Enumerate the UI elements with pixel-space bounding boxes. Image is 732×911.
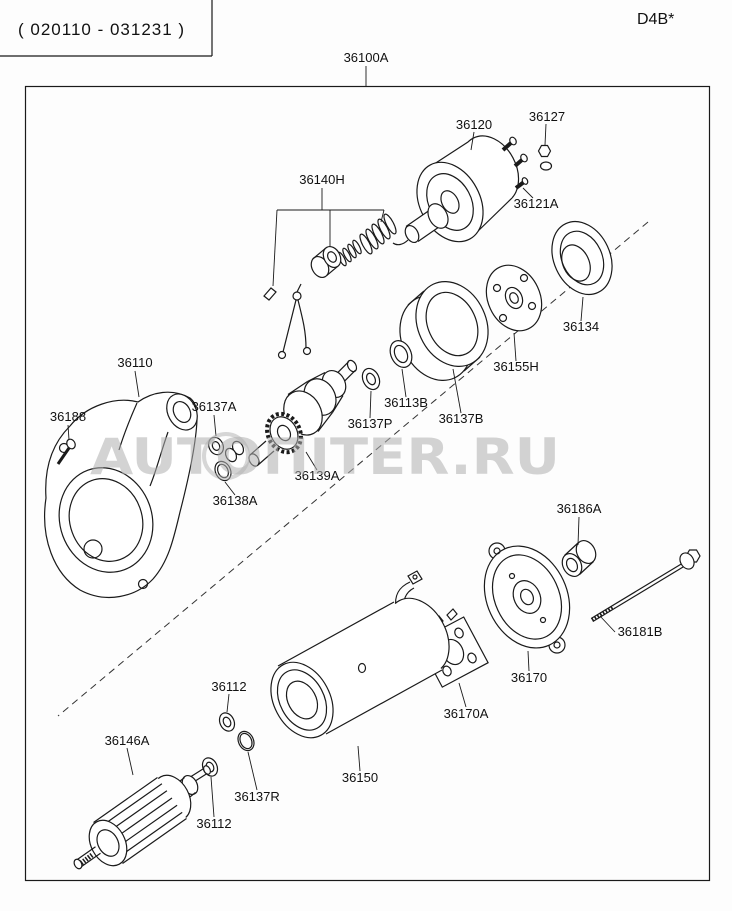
part-label-36112-lower: 36112 <box>196 816 231 831</box>
part-label-36121A: 36121A <box>514 196 559 211</box>
part-36121A-terminal <box>514 177 529 190</box>
part-label-36150: 36150 <box>342 770 378 785</box>
part-label-36113B: 36113B <box>384 395 428 410</box>
part-36186A-bushing <box>561 539 597 578</box>
part-label-36170A: 36170A <box>444 706 489 721</box>
part-label-36100A: 36100A <box>344 50 389 65</box>
part-36112-washer-upper <box>218 712 236 732</box>
part-36137P-washer <box>361 367 381 391</box>
watermark: AUTOПITER.RU <box>90 428 560 486</box>
part-label-36139A: 36139A <box>295 468 340 483</box>
part-label-36181B: 36181B <box>618 624 663 639</box>
part-36170-rear-bracket <box>483 542 571 654</box>
part-label-36146A: 36146A <box>105 733 150 748</box>
part-label-36137P: 36137P <box>348 416 393 431</box>
part-36134-bearing-cap <box>551 220 613 296</box>
part-36120-magnetic-switch <box>392 135 528 246</box>
part-label-36112-upper: 36112 <box>211 679 246 694</box>
date-range: ( 020110 - 031231 ) <box>18 20 186 39</box>
part-label-36137R: 36137R <box>234 789 280 804</box>
part-36150-yoke-assembly <box>270 570 450 739</box>
part-label-36186A: 36186A <box>557 501 602 516</box>
leader-lines <box>67 66 616 818</box>
part-36140H-brush-spring-set <box>263 213 397 301</box>
model-code: D4B* <box>637 11 675 28</box>
diagram-frame <box>0 0 711 882</box>
part-label-36170: 36170 <box>511 670 547 685</box>
part-36113B-washer <box>389 340 413 368</box>
shift-lever <box>277 283 312 360</box>
part-36137R-snap-ring <box>237 730 255 752</box>
part-label-36134: 36134 <box>563 319 599 334</box>
part-36181B-through-bolt <box>590 549 701 623</box>
part-36112-washer-lower <box>201 757 219 777</box>
part-label-36137B: 36137B <box>439 411 484 426</box>
assembly-axis-dashed-line <box>57 221 649 717</box>
part-36139A-overrunning-clutch <box>248 359 358 467</box>
part-36146A-armature <box>73 765 211 870</box>
part-36110-front-bracket <box>44 391 198 598</box>
part-label-36120: 36120 <box>456 117 492 132</box>
part-36137B-ring <box>399 281 489 381</box>
watermark-logo-ring <box>202 432 250 480</box>
part-label-36137A: 36137A <box>192 399 237 414</box>
part-label-36140H: 36140H <box>299 172 345 187</box>
part-label-36155H: 36155H <box>493 359 539 374</box>
part-number-labels: 36100A 36120 36127 36121A 36140H 36134 3… <box>50 50 662 831</box>
part-label-36127: 36127 <box>529 109 565 124</box>
watermark-text: AUTOПITER.RU <box>90 428 560 486</box>
part-label-36188: 36188 <box>50 409 86 424</box>
part-label-36110: 36110 <box>117 355 152 370</box>
part-label-36138A: 36138A <box>213 493 258 508</box>
part-36137A-washer <box>208 436 245 463</box>
part-36127-nut <box>537 144 553 171</box>
part-36155H-packing-plate <box>485 264 543 332</box>
